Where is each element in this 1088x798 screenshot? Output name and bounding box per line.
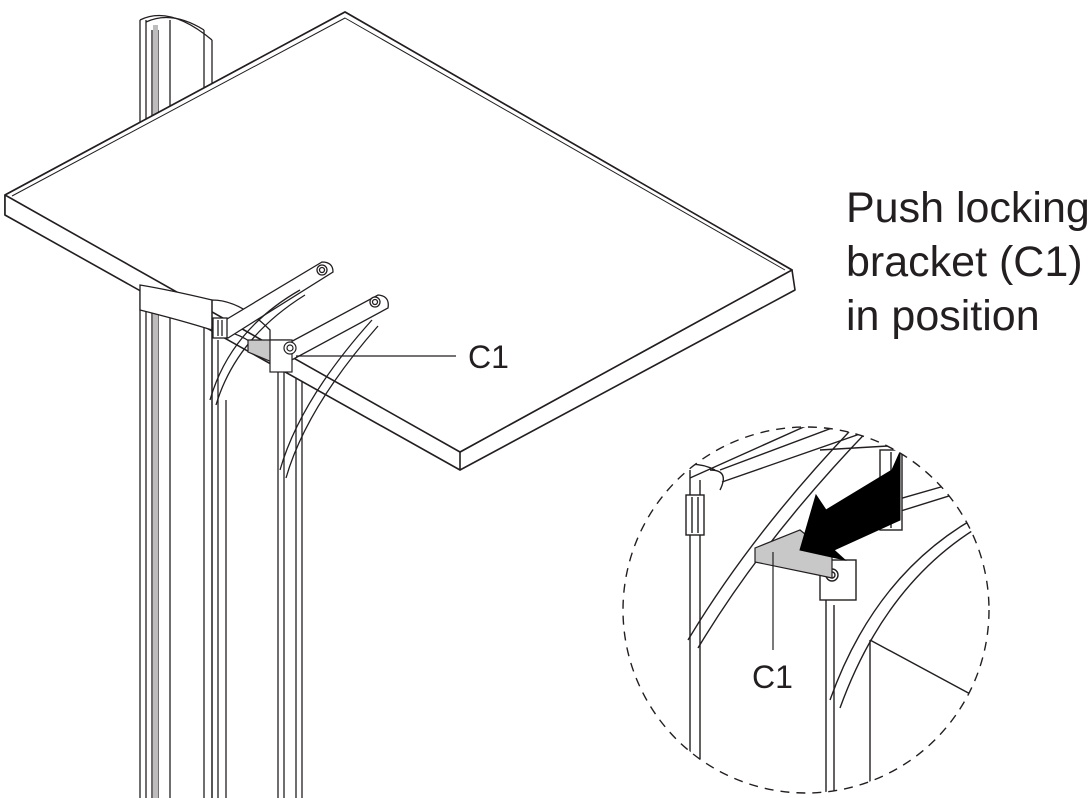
table-top-panel [4, 11, 796, 471]
instruction-line-2: bracket (C1) [846, 238, 1083, 286]
callout-label-detail: C1 [752, 659, 793, 695]
instruction-line-1: Push locking [846, 184, 1088, 232]
instruction-text: Push locking bracket (C1) in position [846, 184, 1088, 340]
support-brackets [209, 261, 389, 479]
push-arrow-icon [799, 451, 901, 561]
instruction-line-3: in position [846, 292, 1040, 340]
detail-view [622, 426, 990, 794]
callout-label-main: C1 [468, 339, 509, 375]
locking-bracket-c1 [247, 339, 297, 373]
